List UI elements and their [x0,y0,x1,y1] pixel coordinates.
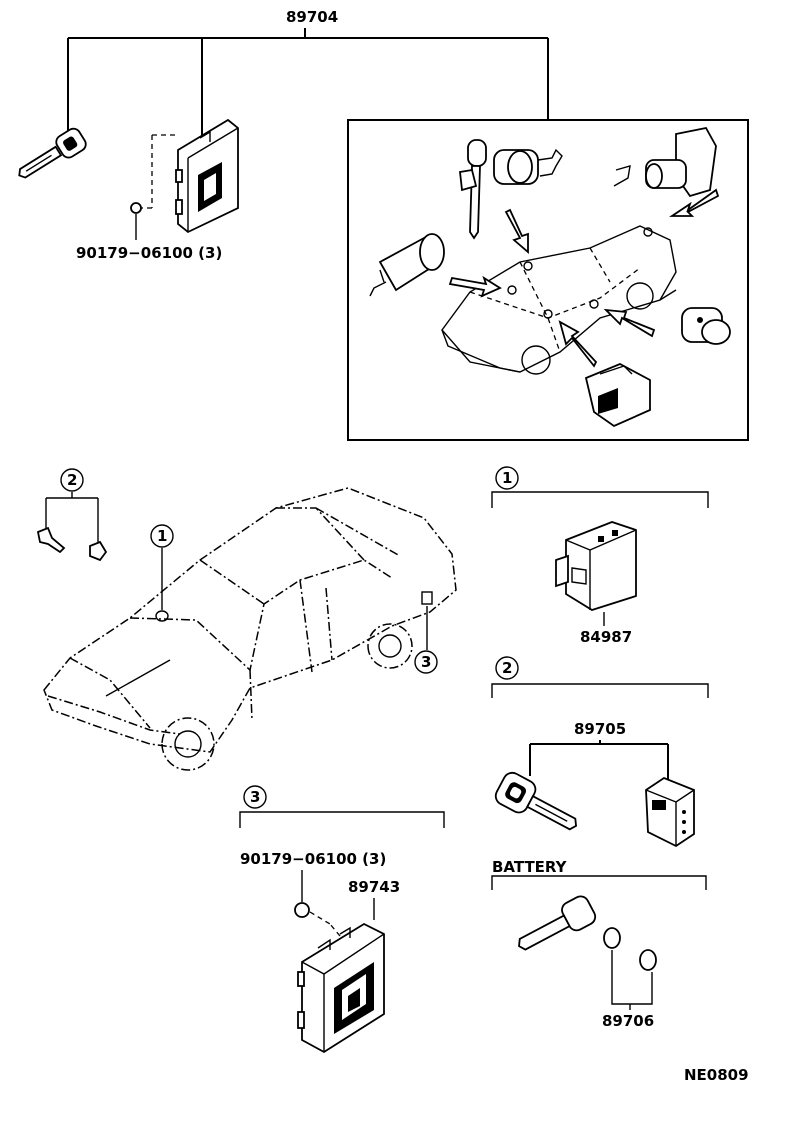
rear-lock-cylinder-icon [681,307,731,345]
part-number-89705: 89705 [574,720,626,738]
inset-car-body [441,225,677,373]
section-3-receiver: 3 90179−06100 (3) 89743 [239,785,445,1054]
inset-receiver-icon [584,363,651,428]
ignition-cylinder-icon [369,233,445,297]
section-1-label: 1 [502,469,512,487]
battery-key-icon [518,895,597,951]
kit-89704-group: 89704 [67,8,549,140]
part-number-84987: 84987 [580,628,632,646]
small-transmitter-icon [89,540,108,562]
lock-location-inset [347,119,749,441]
receiver-89743-icon [297,922,385,1054]
trunk-lock-icon [613,126,717,198]
section-1-switch: 1 84987 [491,466,709,646]
part-number-screw-top: 90179−06100 (3) [76,244,222,262]
section-2-label: 2 [502,659,512,677]
battery-title: BATTERY [492,858,568,876]
section-2-keyset: 2 89705 [491,656,709,848]
callout-2-keyset: 2 [36,468,108,562]
section-3-label: 3 [250,788,260,806]
battery-section: BATTERY 89706 [491,858,707,1030]
callout-3-car: 3 [414,606,438,674]
screw-bottom-icon [294,902,310,918]
kit-89704-leader [67,28,549,140]
callout-1-car: 1 [150,524,174,610]
part-number-89704: 89704 [286,8,338,26]
part-number-89706: 89706 [602,1012,654,1030]
battery-cell-2-icon [639,949,657,971]
figure-code: NE0809 [684,1066,749,1084]
door-lock-cylinder-icon [459,139,563,240]
inset-frame [347,119,749,441]
battery-cell-1-icon [603,927,621,949]
part-number-89743: 89743 [348,878,400,896]
part-number-screw-bottom: 90179−06100 (3) [240,850,386,868]
callout-3-car-label: 3 [421,653,431,671]
transmitter-89705-icon [645,776,695,848]
vehicle-location-view [43,487,457,771]
screw-top-icon: 90179−06100 (3) [76,202,222,262]
transmitter-key-icon [18,127,87,179]
key-89705-icon [494,771,577,831]
callout-2-keyset-label: 2 [67,471,77,489]
small-key-icon [36,526,66,554]
transmitter-module-icon [140,118,239,234]
switch-84987-icon [555,521,637,611]
callout-1-car-label: 1 [157,527,167,545]
